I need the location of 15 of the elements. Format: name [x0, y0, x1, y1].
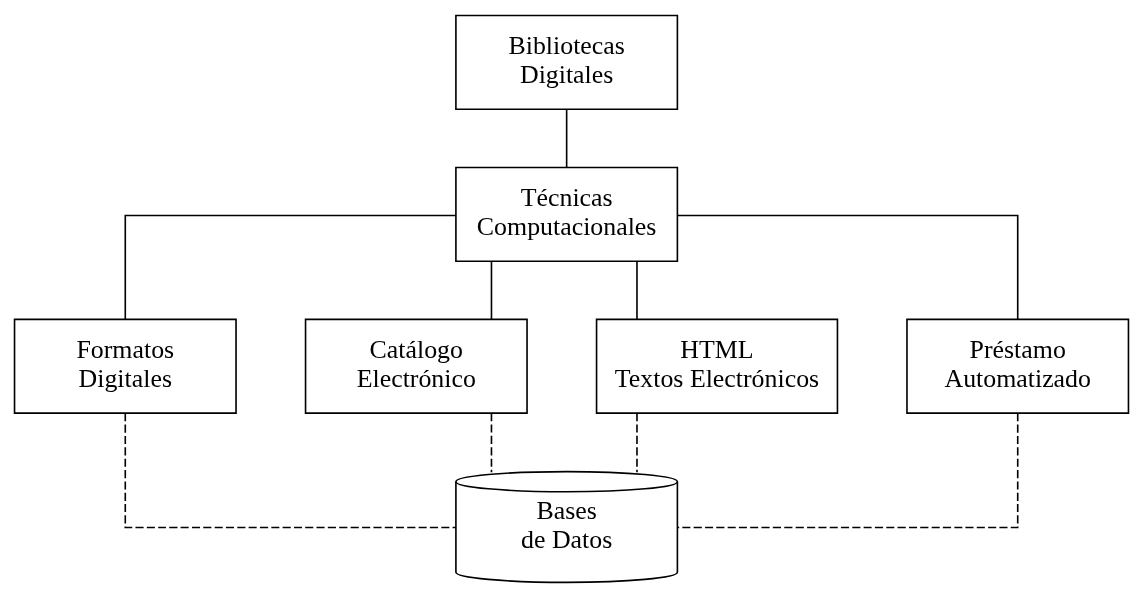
connector — [676, 214, 1019, 320]
connector — [636, 411, 638, 473]
connector — [124, 412, 457, 528]
connector — [124, 214, 457, 320]
node-box: HTML Textos Electrónicos — [595, 318, 839, 414]
node-box: Catálogo Electrónico — [304, 318, 528, 414]
connector — [565, 108, 568, 168]
connector — [490, 260, 493, 320]
node-box: Técnicas Computacionales — [455, 166, 679, 262]
node-box: Formatos Digitales — [13, 318, 237, 414]
connector — [490, 411, 493, 473]
node-box: Bibliotecas Digitales — [455, 14, 679, 110]
connector — [676, 412, 1019, 528]
connector — [636, 260, 638, 320]
node-box: Préstamo Automatizado — [906, 318, 1130, 414]
